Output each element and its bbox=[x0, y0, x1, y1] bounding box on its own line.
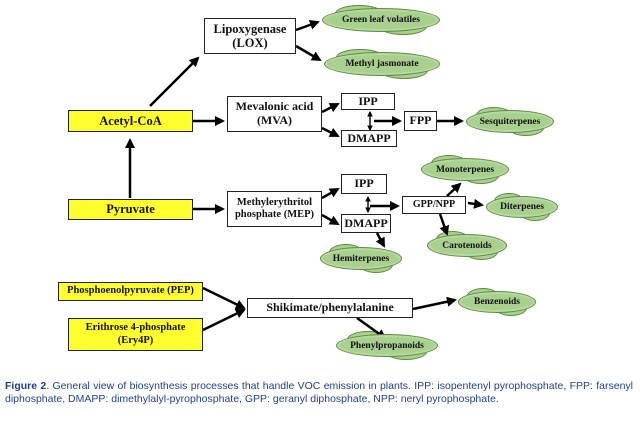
arrow-gpp-to-carot bbox=[438, 213, 450, 236]
arrow-mva-to-dmapp bbox=[321, 126, 340, 138]
ipp-box-mep: IPP bbox=[341, 174, 387, 194]
arrow-acetyl-to-lox bbox=[149, 56, 200, 107]
benzenoids-cloud: Benzenoids bbox=[458, 288, 536, 316]
arrow-mep-to-ipp bbox=[321, 187, 340, 200]
arrow-mep-to-dmapp bbox=[321, 213, 340, 226]
arrow-lox-to-methyl-jasmonate bbox=[295, 44, 322, 62]
pep-box: Phosphoenolpyruvate (PEP) bbox=[58, 282, 203, 301]
monoterpenes-cloud: Monoterpenes bbox=[421, 155, 509, 184]
mva-box: Mevalonic acid (MVA) bbox=[227, 96, 322, 132]
methyl-jasmonate-cloud: Methyl jasmonate bbox=[324, 49, 440, 79]
arrow-mva-to-ipp bbox=[321, 102, 340, 114]
ipp-box-mva: IPP bbox=[341, 93, 395, 110]
figure-caption: Figure 2. General view of biosynthesis p… bbox=[5, 380, 633, 405]
arrow-lox-to-green-leaf bbox=[295, 20, 320, 32]
ery4p-box: Erithrose 4-phosphate (Ery4P) bbox=[68, 318, 203, 351]
arrow-pep-to-shikimate bbox=[202, 286, 246, 310]
shikimate-box: Shikimate/phenylalanine bbox=[247, 298, 413, 318]
mep-box: Methylerythritol phosphate (MEP) bbox=[227, 191, 322, 227]
green-leaf-volatiles-cloud: Green leaf volatiles bbox=[322, 5, 440, 35]
arrow-dmapp-to-hemi bbox=[375, 232, 386, 248]
caption-text: . General view of biosynthesis processes… bbox=[5, 380, 634, 405]
dmapp-box-mep: DMAPP bbox=[341, 214, 391, 233]
dmapp-box-mva: DMAPP bbox=[341, 130, 397, 147]
hemiterpenes-cloud: Hemiterpenes bbox=[320, 244, 402, 273]
pyruvate-box: Pyruvate bbox=[68, 199, 193, 220]
arrow-gpp-to-diter bbox=[467, 198, 484, 209]
lox-box: Lipoxygenase (LOX) bbox=[204, 18, 296, 54]
arrow-gpp-to-mono bbox=[446, 182, 462, 197]
caption-label: Figure 2 bbox=[5, 380, 47, 392]
acetyl-coa-box: Acetyl-CoA bbox=[68, 110, 193, 132]
gppnpp-box: GPP/NPP bbox=[402, 196, 466, 214]
carotenoids-cloud: Carotenoids bbox=[427, 231, 507, 260]
sesquiterpenes-cloud: Sesquiterpenes bbox=[466, 107, 554, 136]
diterpenes-cloud: Diterpenes bbox=[486, 193, 558, 221]
phenylpropanoids-cloud: Phenylpropanoids bbox=[336, 331, 438, 360]
arrow-shikimate-to-benzenoids bbox=[412, 296, 457, 311]
arrow-ery-to-shikimate bbox=[202, 308, 246, 332]
fpp-box: FPP bbox=[404, 111, 437, 131]
